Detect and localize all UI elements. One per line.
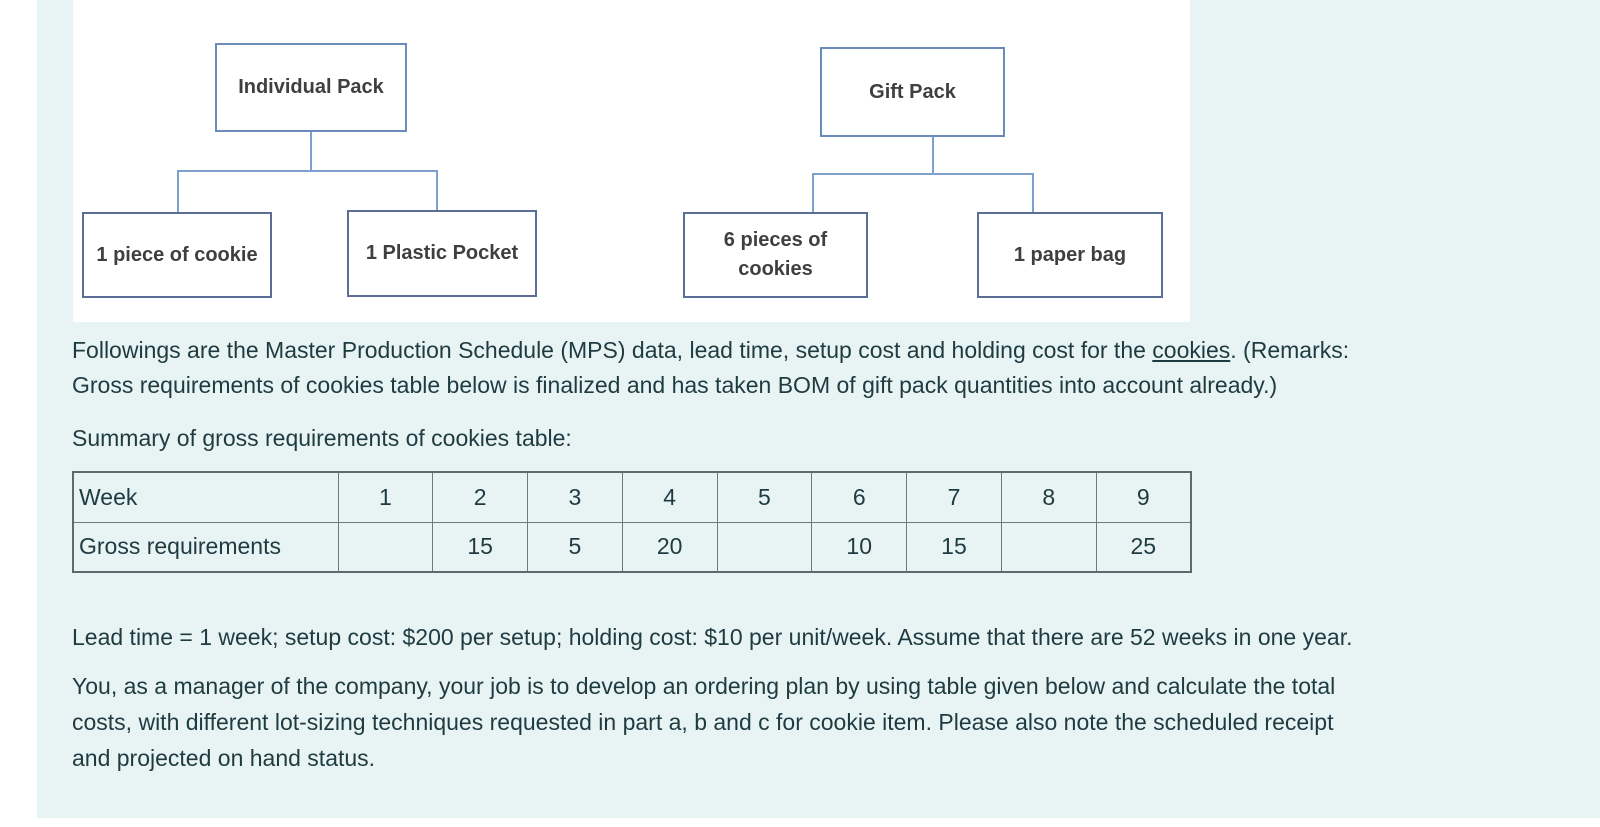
intro-line-1: Followings are the Master Production Sch… — [72, 333, 1552, 368]
bom-node-individual-pack: Individual Pack — [215, 43, 407, 132]
bom-connector-drop — [436, 170, 438, 210]
task-line-2: costs, with different lot-sizing techniq… — [72, 709, 1334, 735]
lead-time-line: Lead time = 1 week; setup cost: $200 per… — [72, 620, 1552, 655]
gross-requirements-table: Week 1 2 3 4 5 6 7 8 9 Gross requirement… — [72, 471, 1192, 573]
week-cell: 6 — [811, 471, 908, 523]
gross-req-cell: 10 — [811, 521, 908, 573]
week-cell: 7 — [906, 471, 1002, 523]
week-cell: 9 — [1095, 471, 1192, 523]
week-header-cell: Week — [72, 471, 339, 523]
week-cell: 5 — [716, 471, 813, 523]
cookies-underlined-text: cookies — [1152, 337, 1231, 363]
gross-req-cell — [716, 521, 813, 573]
gross-requirements-label-cell: Gross requirements — [72, 521, 339, 573]
gross-req-cell: 20 — [621, 521, 718, 573]
gross-req-cell: 15 — [432, 521, 529, 573]
intro-line-2: Gross requirements of cookies table belo… — [72, 372, 1278, 398]
bom-node-label: Individual Pack — [238, 76, 384, 98]
bom-connector-drop — [177, 170, 179, 212]
gross-req-cell — [1000, 521, 1097, 573]
gross-req-cell: 25 — [1095, 521, 1192, 573]
bom-node-paper-bag: 1 paper bag — [977, 212, 1163, 298]
bom-node-pieces-of-cookies: 6 pieces of cookies — [683, 212, 868, 298]
week-cell: 1 — [337, 471, 434, 523]
week-cell: 8 — [1000, 471, 1097, 523]
week-cell: 4 — [621, 471, 718, 523]
bom-connector-drop — [812, 173, 814, 212]
intro-paragraph: Followings are the Master Production Sch… — [72, 333, 1552, 403]
summary-label: Summary of gross requirements of cookies… — [72, 421, 1552, 456]
bom-node-label: 1 paper bag — [1013, 243, 1127, 266]
bom-connector-stem — [310, 132, 312, 170]
bom-node-label: 1 piece of cookie — [96, 243, 258, 266]
intro-text: Followings are the Master Production Sch… — [72, 337, 1153, 363]
intro-text: . (Remarks: — [1230, 337, 1350, 363]
bom-node-label: 6 pieces of cookies — [723, 229, 828, 280]
bom-connector-drop — [1032, 173, 1034, 212]
gross-req-cell: 15 — [906, 521, 1002, 573]
question-panel: Individual Pack 1 piece of cookie 1 Plas… — [37, 0, 1600, 818]
lead-time-text: Lead time = 1 week; setup cost: $200 per… — [72, 624, 1353, 650]
gross-req-cell: 5 — [527, 521, 623, 573]
bom-connector-stem — [932, 137, 934, 173]
bom-node-plastic-pocket: 1 Plastic Pocket — [347, 210, 537, 297]
bom-node-label: 1 Plastic Pocket — [365, 242, 519, 264]
summary-text: Summary of gross requirements of cookies… — [72, 425, 572, 451]
gross-requirements-row: Gross requirements 15 5 20 10 15 25 — [72, 521, 1192, 573]
task-line-1: You, as a manager of the company, your j… — [72, 673, 1336, 699]
bom-node-label: Gift Pack — [869, 80, 956, 103]
week-header-row: Week 1 2 3 4 5 6 7 8 9 — [72, 471, 1192, 523]
week-cell: 3 — [527, 471, 623, 523]
bom-connector-bar — [177, 170, 438, 172]
gross-req-cell — [337, 521, 434, 573]
week-cell: 2 — [432, 471, 529, 523]
bom-node-piece-of-cookie: 1 piece of cookie — [82, 212, 272, 298]
task-paragraph: You, as a manager of the company, your j… — [72, 668, 1552, 776]
bom-connector-bar — [812, 173, 1034, 175]
bom-node-gift-pack: Gift Pack — [820, 47, 1005, 137]
task-line-3: and projected on hand status. — [72, 745, 376, 771]
bom-diagram: Individual Pack 1 piece of cookie 1 Plas… — [73, 0, 1190, 322]
question-text: Followings are the Master Production Sch… — [72, 322, 1552, 776]
